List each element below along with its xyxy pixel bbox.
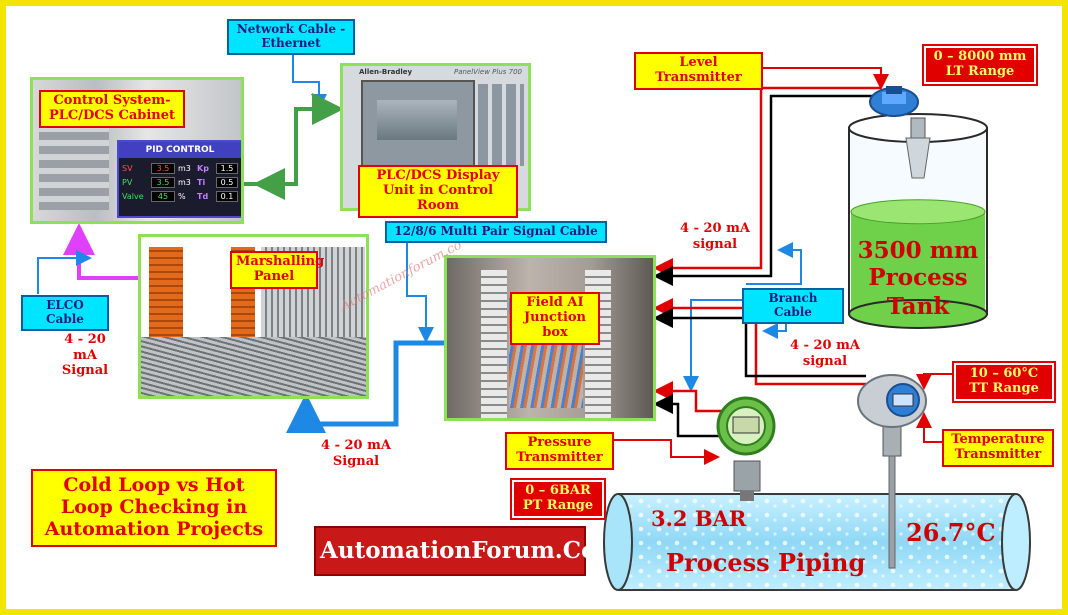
hmi-brand: Allen-Bradley <box>359 68 413 76</box>
pid-row-unit: % <box>178 192 186 201</box>
tank-liquid <box>851 211 985 314</box>
multi-pair-cable-label: 12/8/6 Multi Pair Signal Cable <box>385 221 607 243</box>
cabinet-modules <box>39 120 109 210</box>
pid-row-param: Ti <box>197 178 206 187</box>
hmi-screen <box>361 80 475 170</box>
pid-row-value: 3.5 <box>151 177 175 188</box>
pid-row-value: 3.5 <box>151 163 175 174</box>
junction-box-label: Field AI Junction box <box>510 292 600 345</box>
signal-label-left: 4 - 20 mA Signal <box>61 332 109 379</box>
lt-range-label: 0 – 8000 mm LT Range <box>922 44 1038 86</box>
pressure-transmitter-label: Pressure Transmitter <box>505 432 614 470</box>
pid-row-param-value: 1.5 <box>216 163 238 174</box>
elco-cable-label: ELCO Cable <box>21 295 109 331</box>
pid-row-param-value: 0.1 <box>216 191 238 202</box>
level-transmitter-device <box>869 86 931 179</box>
process-piping <box>603 493 1031 591</box>
signal-label-tt: 4 - 20 mA signal <box>790 338 860 369</box>
wiring-layer <box>37 54 1031 591</box>
marshalling-cable-tray <box>141 337 366 396</box>
control-system-label: Control System- PLC/DCS Cabinet <box>39 90 185 128</box>
network-cable-label: Network Cable - Ethernet <box>227 19 355 55</box>
display-unit-label: PLC/DCS Display Unit in Control Room <box>358 165 518 218</box>
tt-range-label: 10 – 60°C TT Range <box>952 361 1056 403</box>
hmi-keypad <box>478 84 524 166</box>
pid-row-param: Kp <box>197 164 209 173</box>
branch-cable-label: Branch Cable <box>742 288 844 324</box>
tank-label-tank: Tank <box>886 293 950 320</box>
tank-liquid-surface <box>850 199 986 225</box>
tank-level-value: 3500 mm <box>857 237 979 264</box>
pid-row-unit: m3 <box>178 164 191 173</box>
pipe-temperature-value: 26.7°C <box>906 518 996 547</box>
pt-range-label: 0 – 6BAR PT Range <box>510 478 606 520</box>
jb-terminal-1 <box>481 270 507 418</box>
pid-row-name: PV <box>122 178 133 187</box>
hmi-model: PanelView Plus 700 <box>453 68 522 76</box>
pipe-name: Process Piping <box>666 548 866 577</box>
pid-row: Valve 45% Td 0.1 <box>122 191 238 202</box>
temperature-transmitter-label: Temperature Transmitter <box>942 429 1054 467</box>
tank-label-process: Process <box>868 264 968 291</box>
signal-label-lt: 4 - 20 mA signal <box>680 221 750 252</box>
logo: AutomationForum.Co <box>314 526 596 577</box>
diagram-title: Cold Loop vs Hot Loop Checking in Automa… <box>31 469 277 547</box>
pressure-transmitter-device <box>716 396 776 501</box>
pid-row-param: Td <box>197 192 209 201</box>
pid-row-value: 45 <box>151 191 175 202</box>
pid-row-unit: m3 <box>178 178 191 187</box>
pid-row-param-value: 0.5 <box>216 177 238 188</box>
pid-row-name: SV <box>122 164 133 173</box>
temperature-transmitter-device <box>857 374 927 569</box>
level-transmitter-label: Level Transmitter <box>634 52 763 90</box>
marshalling-label: Marshalling Panel <box>230 251 324 289</box>
pid-title: PID CONTROL <box>119 142 241 158</box>
pipe-pressure-value: 3.2 BAR <box>651 506 747 531</box>
signal-label-bottom: 4 - 20 mA Signal <box>321 438 391 469</box>
pid-row-name: Valve <box>122 192 144 201</box>
